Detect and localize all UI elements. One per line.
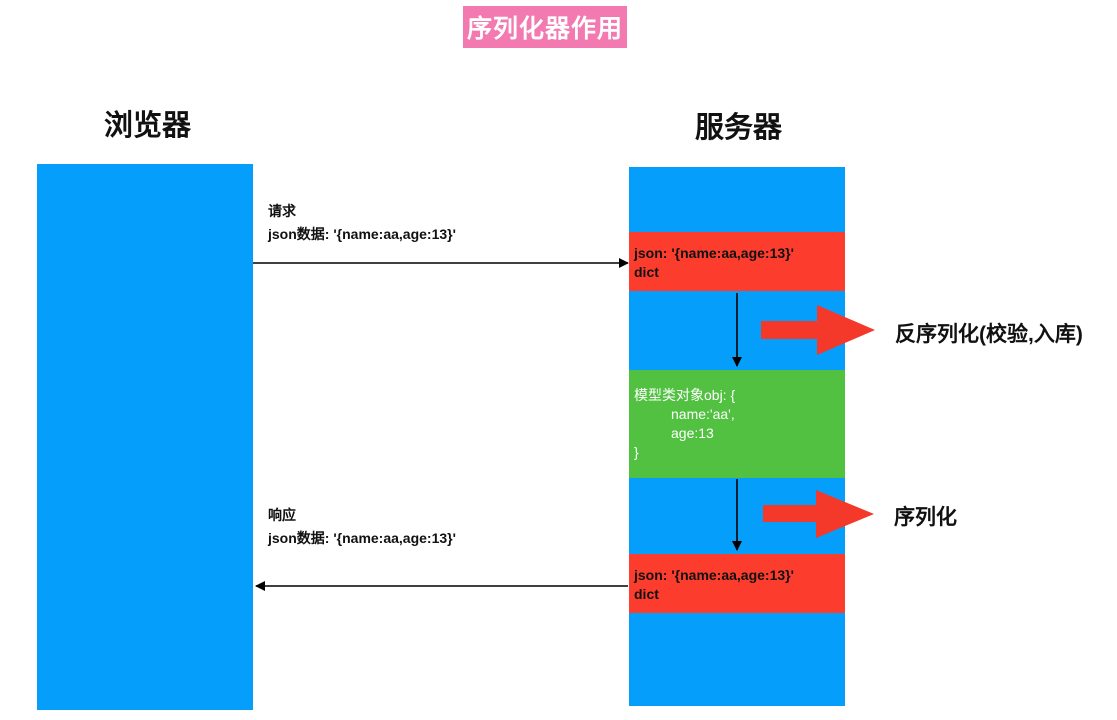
browser-heading: 浏览器	[104, 110, 192, 142]
outgoing-dict-line: dict	[634, 586, 659, 602]
incoming-json-box: json: '{name:aa,age:13}' dict	[629, 232, 845, 291]
model-object-line-1: 模型类对象obj: {	[634, 387, 736, 403]
outgoing-json-box: json: '{name:aa,age:13}' dict	[629, 554, 845, 613]
request-message: 请求 json数据: '{name:aa,age:13}'	[268, 200, 456, 246]
response-message: 响应 json数据: '{name:aa,age:13}'	[268, 504, 456, 550]
incoming-json-line: json: '{name:aa,age:13}'	[634, 245, 794, 261]
model-object-line-4: }	[634, 444, 639, 460]
deserialize-label: 反序列化(校验,入库)	[895, 323, 1083, 346]
serialize-label: 序列化	[894, 506, 957, 529]
browser-column	[37, 164, 253, 710]
incoming-dict-line: dict	[634, 264, 659, 280]
outgoing-json-line: json: '{name:aa,age:13}'	[634, 567, 794, 583]
diagram-title: 序列化器作用	[463, 6, 627, 48]
model-object-line-3: age:13	[671, 425, 714, 441]
model-object-box: 模型类对象obj: { name:'aa', age:13 }	[629, 370, 845, 478]
request-data: json数据: '{name:aa,age:13}'	[268, 226, 456, 242]
server-heading: 服务器	[695, 112, 783, 144]
request-label: 请求	[268, 203, 296, 219]
model-object-line-2: name:'aa',	[671, 406, 735, 422]
response-label: 响应	[268, 507, 296, 523]
response-data: json数据: '{name:aa,age:13}'	[268, 530, 456, 546]
